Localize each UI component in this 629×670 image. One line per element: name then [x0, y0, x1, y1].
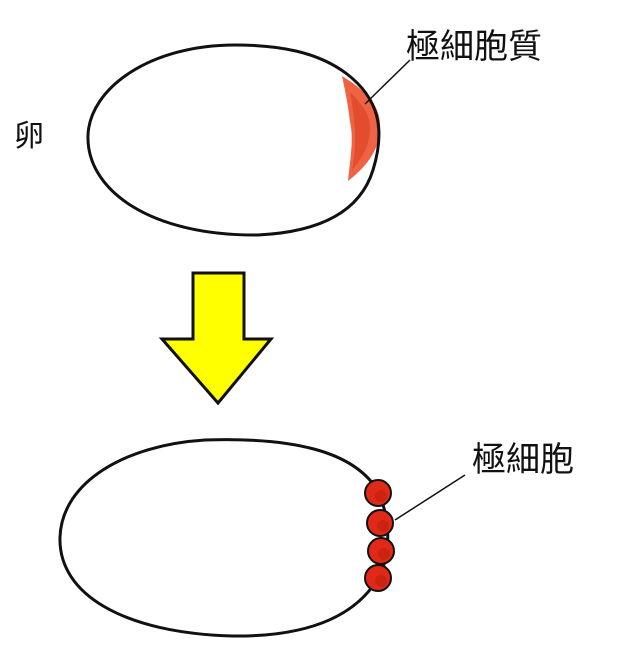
pole-plasm-label: 極細胞質: [406, 27, 542, 67]
egg-bottom-outline: [58, 438, 390, 638]
pole-plasm-shading: [350, 92, 371, 170]
pole-cell-shade: [375, 575, 387, 587]
egg-top-outline: [86, 43, 381, 237]
pole-cell-shade: [375, 490, 387, 502]
pole-cells: [364, 479, 395, 592]
pole-cells-label: 極細胞: [472, 440, 574, 480]
pole-cells-leader: [394, 474, 466, 521]
pole-cell-shade: [377, 520, 389, 532]
pole-cell-shade: [378, 548, 390, 560]
down-arrow: [158, 271, 275, 406]
egg-label: 卵: [14, 119, 44, 154]
pole-plasm-leader: [364, 59, 411, 105]
